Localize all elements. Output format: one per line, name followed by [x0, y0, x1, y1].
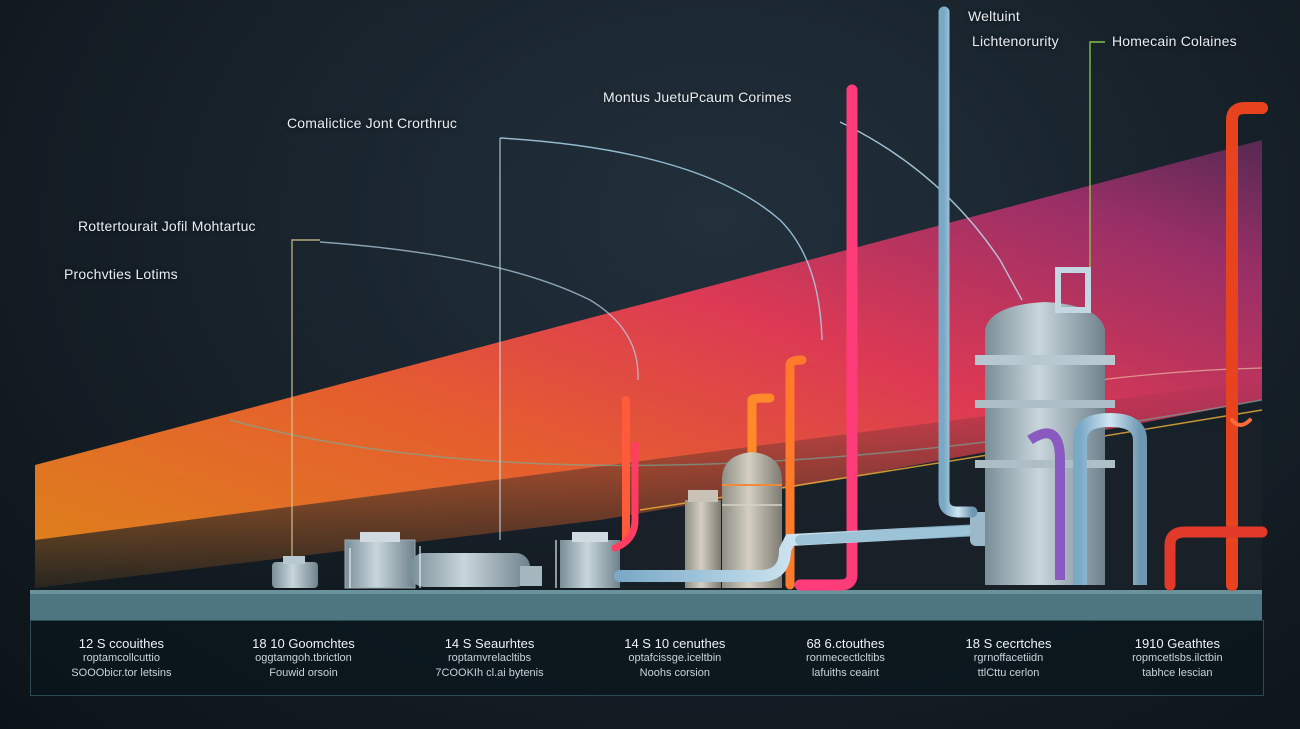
- stat-column: 18 S cecrtches rgrnoffacetiidn ttlCttu c…: [966, 636, 1052, 681]
- ground-platform: [30, 590, 1262, 620]
- separator-unit: [555, 532, 620, 588]
- label-weltuint: Weltuint: [968, 8, 1020, 24]
- stat-head: 12 S ccouithes: [78, 635, 165, 651]
- pump-unit: [272, 556, 318, 588]
- label-homecain: Homecain Colaines: [1112, 33, 1237, 49]
- main-reactor: [975, 267, 1147, 585]
- right-red-pipes: [1164, 102, 1268, 591]
- stat-line2: SOOObicr.tor letsins: [71, 666, 172, 679]
- stat-head: 14 S 10 cenuthes: [624, 635, 726, 651]
- stat-line2: Fouwid orsoin: [269, 666, 338, 679]
- stats-panel: 12 S ccouithes roptamcollcuttio SOOObicr…: [30, 620, 1264, 696]
- leader-lines: [291, 41, 1105, 560]
- stat-column: 18 10 Goomchtes oggtamgoh.tbrictlon Fouw…: [252, 636, 355, 681]
- stat-head: 18 S cecrtches: [965, 635, 1052, 651]
- warm-pipes: [611, 84, 858, 591]
- stat-head: 18 10 Goomchtes: [252, 635, 355, 651]
- stat-column: 1910 Geathtes ropmcetlsbs.ilctbin tabhce…: [1132, 636, 1222, 681]
- stat-line2: Noohs corsion: [639, 666, 710, 679]
- stat-column: 12 S ccouithes roptamcollcuttio SOOObicr…: [71, 636, 171, 681]
- stat-line1: ropmcetlsbs.ilctbin: [1132, 651, 1223, 664]
- gradient-band: [35, 140, 1262, 588]
- stat-line2: tabhce lescian: [1142, 666, 1213, 679]
- label-proclwties: Prochvties Lotims: [64, 266, 178, 282]
- stat-column: 68 6.ctouthes ronmecectlcltibs lafuiths …: [806, 636, 885, 681]
- stat-column: 14 S 10 cenuthes optafcissge.iceltbin No…: [624, 636, 725, 681]
- stat-line1: oggtamgoh.tbrictlon: [255, 651, 352, 664]
- stat-head: 1910 Geathtes: [1134, 635, 1221, 651]
- stat-column: 14 S Seaurhtes roptamvrelacltibs 7COOKIh…: [435, 636, 543, 681]
- stat-line2: ttlCttu cerlon: [977, 666, 1040, 679]
- mid-vessel: [722, 452, 782, 588]
- label-montus: Montus JuetuPcaum Corimes: [603, 89, 792, 105]
- compressor-skid: [344, 532, 542, 589]
- label-rottertouralt: Rottertourait Jofil Mohtartuc: [78, 218, 256, 234]
- stat-line2: lafuiths ceaint: [811, 666, 880, 679]
- stat-head: 14 S Seaurhtes: [444, 635, 535, 651]
- stat-line1: optafcissge.iceltbin: [628, 651, 722, 664]
- flow-line-3: [1099, 367, 1263, 381]
- stat-line1: ronmecectlcltibs: [806, 651, 885, 664]
- label-comalictice: Comalictice Jont Crorthruc: [287, 115, 458, 131]
- stat-line2: 7COOKIh cl.ai bytenis: [435, 666, 544, 679]
- stat-line1: roptamvrelacltibs: [447, 651, 532, 664]
- stat-line1: roptamcollcuttio: [82, 651, 160, 664]
- stat-line1: rgrnoffacetiidn: [973, 651, 1044, 664]
- label-lichterority: Lichtenorurity: [972, 33, 1059, 49]
- stat-head: 68 6.ctouthes: [806, 635, 885, 651]
- cool-pipes: [614, 6, 1010, 582]
